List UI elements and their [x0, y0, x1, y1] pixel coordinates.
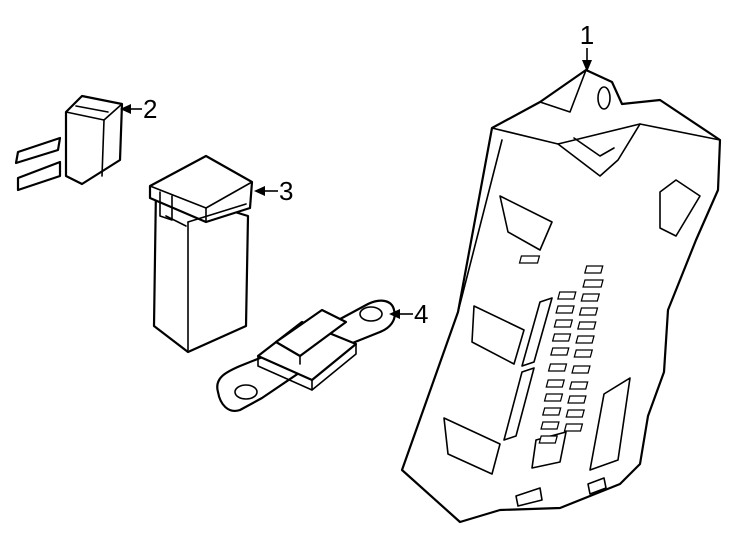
arrow-left-icon	[120, 104, 131, 114]
arrow-left-icon	[389, 309, 400, 319]
module-part-1	[400, 68, 722, 524]
mini-fuse-part-2	[14, 94, 124, 192]
callout-1: 1	[580, 20, 594, 72]
callout-4: 4	[389, 299, 428, 329]
callout-3: 3	[254, 176, 293, 206]
callout-2: 2	[120, 94, 157, 124]
bolt-fuse-part-4	[216, 299, 396, 412]
cartridge-fuse-part-3	[148, 154, 254, 354]
callout-number-3: 3	[279, 176, 293, 206]
callout-number-2: 2	[143, 94, 157, 124]
callout-number-4: 4	[414, 299, 428, 329]
callout-number-1: 1	[580, 20, 594, 50]
fuse-cavity-grid	[518, 255, 604, 444]
arrow-left-icon	[254, 186, 265, 196]
arrow-down-icon	[582, 60, 592, 72]
